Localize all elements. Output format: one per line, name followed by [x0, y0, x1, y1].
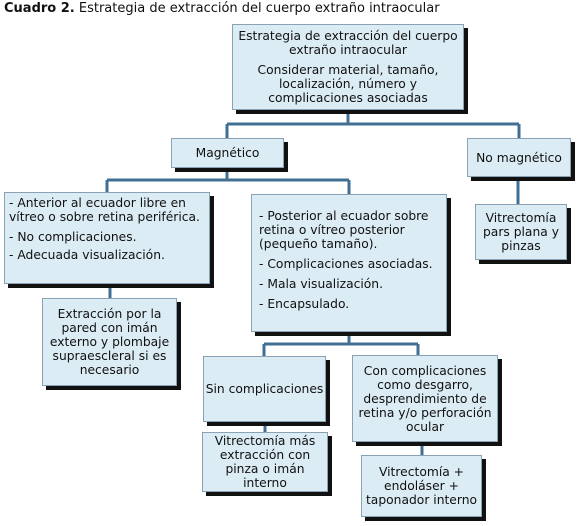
sin-complicaciones-label: Sin complicaciones	[205, 382, 324, 396]
figure-caption: Cuadro 2. Estrategia de extracción del c…	[4, 1, 440, 16]
anterior-item: - Adecuada visualización.	[9, 248, 165, 262]
vitrectomia-extraccion-label: Vitrectomía más extracción con pinza o i…	[214, 434, 316, 490]
magnetico-label: Magnético	[195, 146, 260, 160]
extraccion-iman-node: Extracción por la pared con imán externo…	[42, 298, 177, 386]
vitrectomia-pars-plana-node: Vitrectomía pars plana y pinzas	[475, 204, 567, 260]
caption-text: Estrategia de extracción del cuerpo extr…	[74, 1, 440, 16]
posterior-node: - Posterior al ecuador sobre retina o ví…	[251, 194, 447, 332]
anterior-node: - Anterior al ecuador libre en vítreo o …	[4, 192, 210, 284]
root-node: Estrategia de extracción del cuerpo extr…	[232, 24, 464, 110]
posterior-item: - Encapsulado.	[259, 297, 350, 311]
caption-label: Cuadro 2.	[4, 1, 75, 16]
anterior-item: - Anterior al ecuador libre en vítreo o …	[9, 196, 200, 224]
root-title: Estrategia de extracción del cuerpo extr…	[238, 29, 458, 57]
sin-complicaciones-node: Sin complicaciones	[203, 356, 326, 422]
vitrectomia-pars-plana-label: Vitrectomía pars plana y pinzas	[483, 211, 559, 253]
con-complicaciones-node: Con complicaciones como desgarro, despre…	[352, 355, 498, 442]
vitrectomia-extraccion-node: Vitrectomía más extracción con pinza o i…	[202, 432, 328, 492]
posterior-item: - Mala visualización.	[259, 277, 384, 291]
con-complicaciones-label: Con complicaciones como desgarro, despre…	[358, 363, 492, 434]
no-magnetico-node: No magnético	[467, 138, 571, 177]
extraccion-iman-label: Extracción por la pared con imán externo…	[49, 307, 170, 377]
vitrectomia-endolaser-label: Vitrectomía + endoláser + taponador inte…	[365, 465, 478, 507]
vitrectomia-endolaser-node: Vitrectomía + endoláser + taponador inte…	[361, 455, 482, 517]
posterior-item: - Posterior al ecuador sobre retina o ví…	[259, 209, 429, 251]
magnetico-node: Magnético	[171, 138, 284, 168]
root-subtitle: Considerar material, tamaño, localizació…	[257, 63, 439, 105]
posterior-item: - Complicaciones asociadas.	[259, 257, 433, 271]
no-magnetico-label: No magnético	[476, 150, 562, 165]
anterior-item: - No complicaciones.	[9, 230, 137, 244]
